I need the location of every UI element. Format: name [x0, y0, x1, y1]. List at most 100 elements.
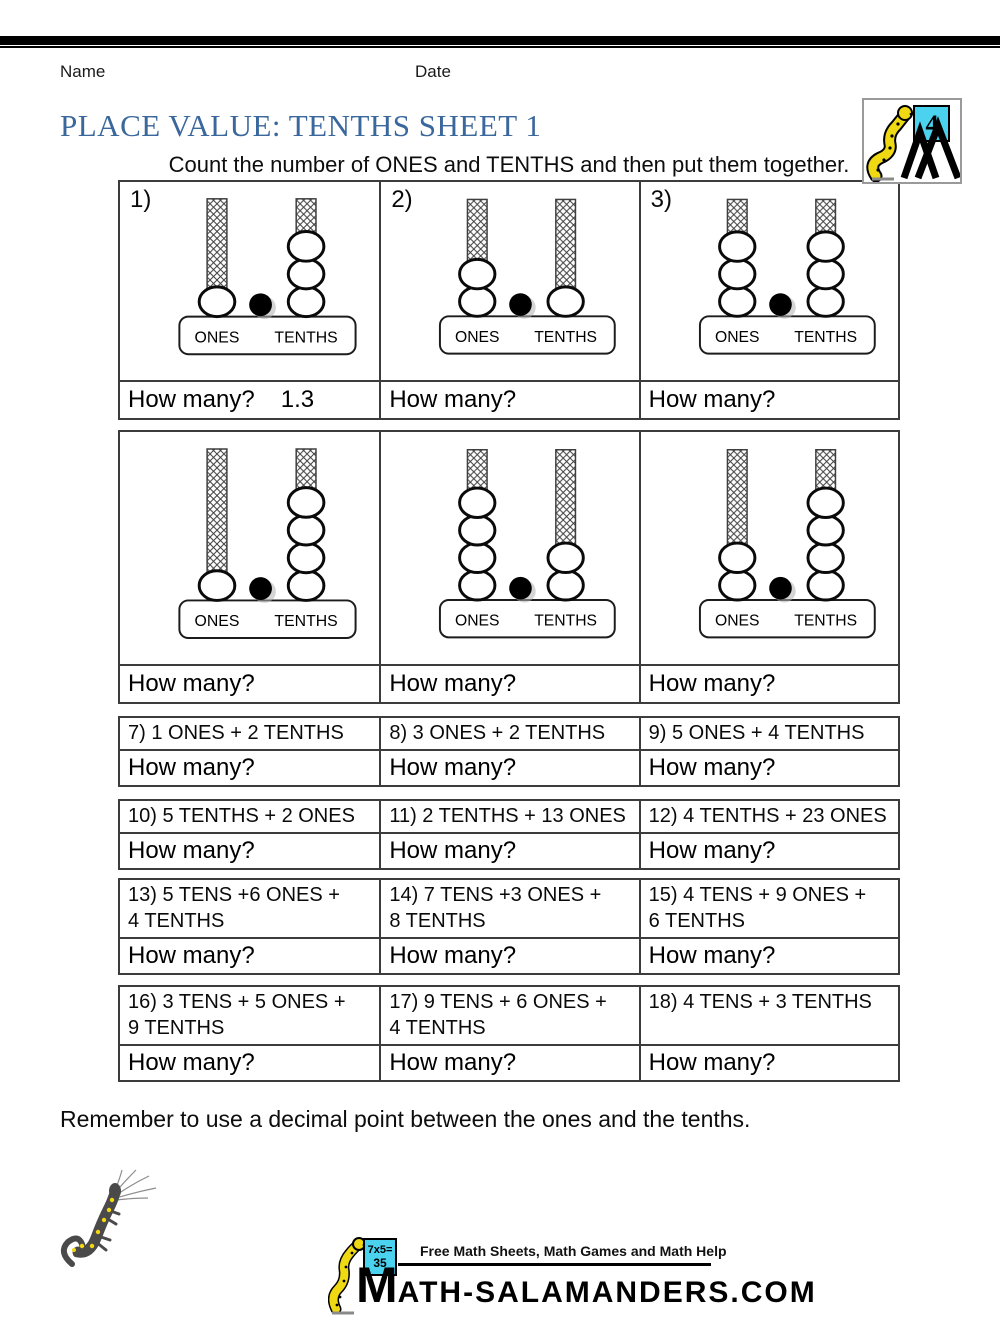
- spot: [888, 146, 892, 150]
- logo-m-stroke: [900, 121, 940, 180]
- problem-number: 2): [391, 186, 413, 213]
- how-many-label: How many?: [648, 386, 776, 413]
- abacus-problem-cell: ONES TENTHS: [379, 432, 638, 664]
- how-many-cell: How many?: [120, 832, 380, 868]
- tenths-label: TENTHS: [274, 613, 337, 630]
- how-many-cell: How many?: [379, 937, 639, 973]
- how-many-cell: How many?1.3: [120, 380, 380, 418]
- abacus-rod: [814, 448, 836, 494]
- abacus-rod: [206, 198, 228, 293]
- ones-label: ONES: [195, 329, 240, 346]
- salamander-spots: [72, 1197, 115, 1252]
- decimal-dot: [249, 293, 272, 317]
- abacus-bead: [458, 514, 497, 547]
- abacus-bead: [717, 569, 757, 602]
- abacus-bead: [458, 541, 497, 574]
- abacus-bead: [458, 569, 497, 602]
- answer-value: 1.3: [280, 386, 315, 413]
- problem-statement: 13) 5 TENS +6 ONES + 4 TENTHS: [128, 884, 340, 932]
- abacus-bead: [286, 569, 326, 602]
- abacus-rod: [555, 449, 577, 549]
- problem-statement: 7) 1 ONES + 2 TENTHS: [128, 722, 344, 744]
- how-many-cell: How many?: [379, 1044, 639, 1080]
- decimal-dot: [249, 577, 272, 600]
- abacus-figure: ONES TENTHS: [439, 449, 617, 639]
- ones-label: ONES: [455, 329, 500, 346]
- abacus-rod: [555, 198, 577, 293]
- ones-label: ONES: [455, 613, 500, 630]
- decimal-dot: [509, 293, 533, 316]
- abacus-bead: [806, 230, 845, 263]
- abacus-bead: [717, 230, 757, 263]
- problem-statement: 16) 3 TENS + 5 ONES + 9 TENTHS: [128, 991, 346, 1039]
- spot: [896, 122, 900, 126]
- abacus-bead: [546, 541, 586, 574]
- salamander-body: [72, 1190, 120, 1258]
- abacus-rod: [467, 449, 489, 494]
- spot: [890, 134, 894, 138]
- abacus-bead: [806, 569, 845, 602]
- how-many-cell: How many?: [120, 1044, 380, 1080]
- tenths-label: TENTHS: [535, 329, 598, 346]
- abacus-bead: [197, 285, 237, 319]
- footer-rule: [398, 1263, 711, 1266]
- abacus-bead: [806, 257, 845, 291]
- salamander-legs: [94, 1208, 121, 1252]
- corner-logo: 4: [862, 98, 962, 184]
- top-rule-thick: [0, 36, 1000, 45]
- decimal-dot: [509, 576, 533, 600]
- how-many-cell: How many?: [379, 664, 639, 702]
- problem-statement: 18) 4 TENS + 3 TENTHS: [638, 987, 898, 1044]
- abacus-bead: [286, 285, 326, 319]
- how-many-cell: How many?: [120, 664, 380, 702]
- abacus-figure: ONES TENTHS: [178, 448, 357, 640]
- footer-tagline: Free Math Sheets, Math Games and Math He…: [420, 1243, 727, 1259]
- problem-statement: 12) 4 TENTHS + 23 ONES: [638, 801, 898, 832]
- abacus-bead: [546, 569, 586, 602]
- how-many-label: How many?: [648, 754, 776, 781]
- problem-statement: 14) 7 TENS +3 ONES + 8 TENTHS: [379, 880, 638, 937]
- abacus-bead: [546, 285, 586, 318]
- abacus-figure: ONES TENTHS: [439, 198, 617, 355]
- abacus-bead: [286, 229, 326, 263]
- name-date-row: Name Date: [60, 62, 1000, 82]
- ones-label: ONES: [195, 613, 240, 630]
- how-many-cell: How many?: [638, 832, 898, 868]
- abacus-bead: [806, 486, 845, 519]
- abacus-rod: [295, 448, 317, 494]
- abacus-bead: [197, 569, 237, 602]
- ones-label: ONES: [715, 613, 760, 630]
- abacus-bead: [286, 486, 326, 519]
- abacus-bead: [806, 514, 845, 547]
- logo-m-stroke: [914, 116, 962, 180]
- problem-statement: 17) 9 TENS + 6 ONES + 4 TENTHS: [379, 987, 638, 1044]
- abacus-bead: [286, 257, 326, 291]
- left-salamander-graphic: [60, 1169, 157, 1267]
- board-equation-bottom: 35: [373, 1256, 387, 1270]
- reminder-text: Remember to use a decimal point between …: [60, 1106, 751, 1132]
- math-board: [363, 1238, 397, 1276]
- abacus-bead: [806, 541, 845, 574]
- abacus-problem-cell: ONES TENTHS: [120, 432, 379, 664]
- spot: [882, 158, 886, 162]
- how-many-label: How many?: [389, 386, 517, 413]
- decimal-dot: [768, 293, 792, 316]
- instruction-text: Count the number of ONES and TENTHS and …: [168, 152, 850, 177]
- whisker-lines: [113, 1169, 157, 1201]
- tenths-label: TENTHS: [535, 613, 598, 630]
- abacus-bead: [458, 285, 497, 318]
- problem-number: 1): [130, 186, 152, 213]
- how-many-label: How many?: [128, 837, 255, 864]
- footer-site-initial: M: [356, 1257, 398, 1313]
- abacus-bead: [806, 285, 845, 318]
- how-many-label: How many?: [648, 837, 776, 864]
- how-many-label: How many?: [128, 942, 255, 969]
